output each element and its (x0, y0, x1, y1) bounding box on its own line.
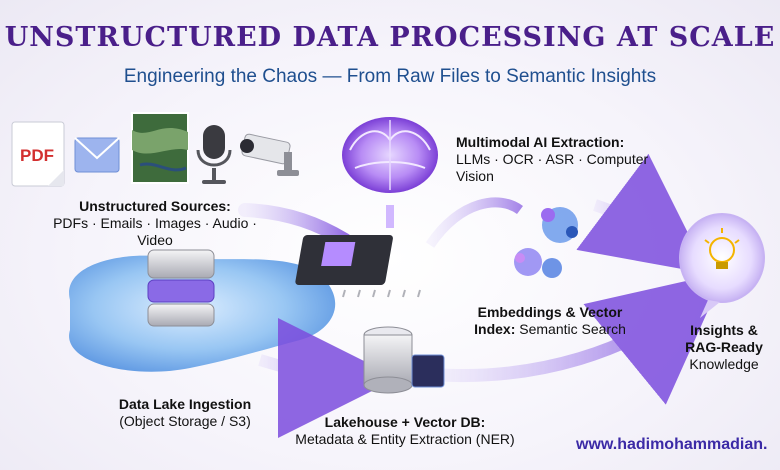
flow-lake-to-lakehouse (258, 317, 398, 438)
security-camera-icon (240, 133, 299, 176)
sources-label: Unstructured Sources: PDFs · Emails · Im… (40, 198, 270, 249)
vector-cluster-icon (514, 207, 578, 278)
lake-label: Data Lake Ingestion (Object Storage / S3… (90, 396, 280, 430)
website-url[interactable]: www.hadimohammadian. (576, 436, 768, 453)
page-title: UNSTRUCTURED DATA PROCESSING AT SCALE (4, 22, 776, 53)
lakehouse-subtitle: Metadata & Entity Extraction (NER) (295, 431, 515, 447)
page-subtitle: Engineering the Chaos — From Raw Files t… (123, 66, 657, 87)
insights-line3: Knowledge (689, 356, 759, 372)
flow-embeddings-to-insights (576, 153, 709, 274)
flow-lakehouse-to-insights (439, 272, 726, 405)
extraction-label: Multimodal AI Extraction: LLMs · OCR · A… (456, 134, 686, 185)
sources-title: Unstructured Sources: (79, 198, 231, 214)
email-envelope-icon (74, 137, 120, 173)
lake-subtitle: (Object Storage / S3) (119, 413, 251, 429)
insights-line1: Insights & (690, 322, 758, 338)
microphone-icon (196, 125, 232, 184)
pdf-document-icon (11, 121, 65, 187)
lakehouse-database-icon (363, 326, 445, 394)
flow-chip-to-embeddings (425, 197, 523, 248)
database-stack-icon (147, 249, 215, 327)
processor-chip-icon (295, 235, 421, 298)
sources-items: PDFs · Emails · Images · Audio · Video (53, 215, 257, 248)
embeddings-subtitle-rest: Semantic Search (519, 321, 626, 337)
lightbulb-icon (679, 213, 765, 318)
lakehouse-label: Lakehouse + Vector DB: Metadata & Entity… (290, 414, 520, 448)
ai-brain-icon (342, 117, 438, 193)
lake-title: Data Lake Ingestion (118, 396, 252, 412)
satellite-image-icon (131, 112, 189, 184)
lakehouse-title: Lakehouse + Vector DB: (324, 414, 486, 430)
insights-label: Insights & RAG-Ready Knowledge (676, 322, 772, 373)
embeddings-label: Embeddings & Vector Index: Semantic Sear… (470, 304, 630, 338)
pdf-badge: PDF (20, 146, 54, 165)
insights-line2: RAG-Ready (685, 339, 763, 355)
extraction-items: LLMs · OCR · ASR · Computer Vision (456, 151, 649, 184)
extraction-title: Multimodal AI Extraction: (456, 134, 625, 150)
embeddings-title: Embeddings & Vector (477, 304, 623, 320)
embeddings-subtitle-bold: Index: (474, 321, 516, 337)
